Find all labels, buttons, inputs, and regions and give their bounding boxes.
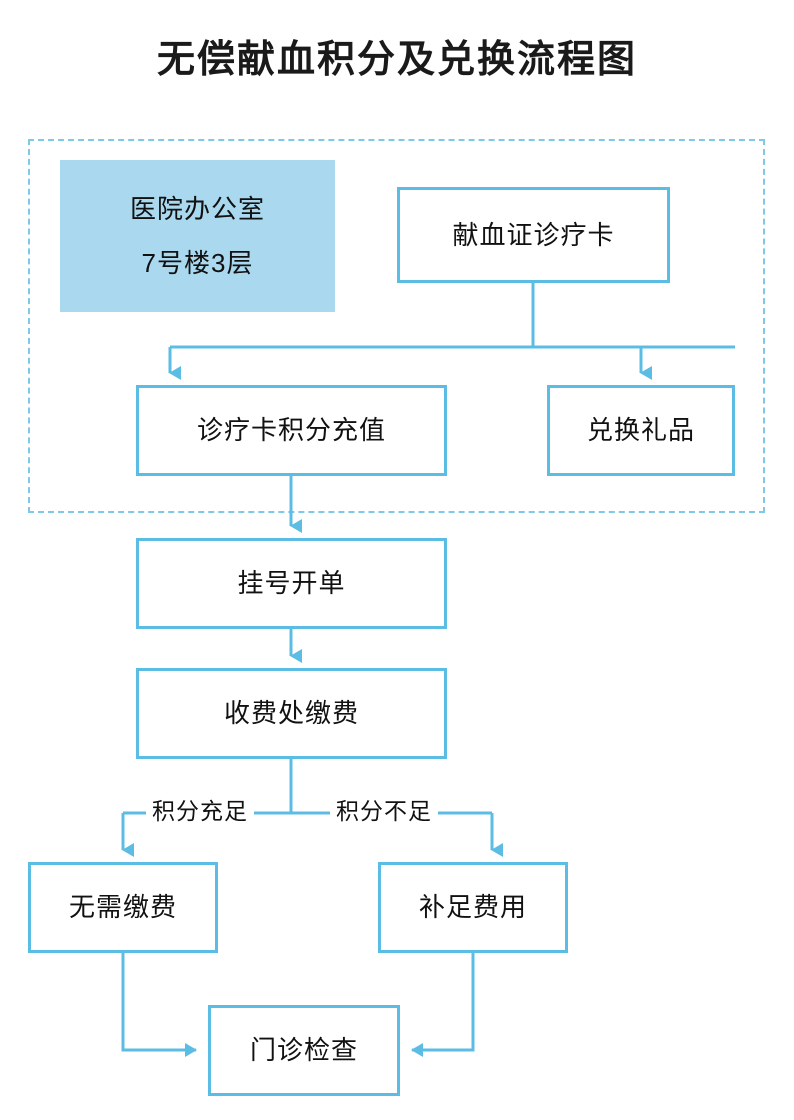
node-no-payment-needed-label: 无需缴费 <box>68 892 177 923</box>
node-card-points-recharge-label: 诊疗卡积分充值 <box>196 415 386 446</box>
edge-label-points-insufficient: 积分不足 <box>330 800 438 823</box>
node-hospital-office[interactable]: 医院办公室 7号楼3层 <box>60 160 335 312</box>
node-redeem-gift-label: 兑换礼品 <box>586 415 695 446</box>
donation-area-group <box>28 139 765 513</box>
node-registration-order-label: 挂号开单 <box>237 568 346 599</box>
node-blood-donation-card-label: 献血证诊疗卡 <box>452 219 615 250</box>
node-hospital-office-line1: 医院办公室 <box>129 193 265 224</box>
node-outpatient-exam[interactable]: 门诊检查 <box>208 1005 400 1096</box>
node-cashier-payment-label: 收费处缴费 <box>223 698 359 729</box>
node-cashier-payment[interactable]: 收费处缴费 <box>136 668 447 759</box>
edge-label-points-sufficient: 积分充足 <box>146 800 254 823</box>
node-redeem-gift[interactable]: 兑换礼品 <box>547 385 735 476</box>
page-title: 无偿献血积分及兑换流程图 <box>156 39 637 81</box>
node-no-payment-needed[interactable]: 无需缴费 <box>28 862 218 953</box>
node-blood-donation-card[interactable]: 献血证诊疗卡 <box>397 187 670 283</box>
node-pay-difference-label: 补足费用 <box>418 892 527 923</box>
edge-topup-to-clinic <box>411 953 475 1057</box>
node-card-points-recharge[interactable]: 诊疗卡积分充值 <box>136 385 447 476</box>
node-hospital-office-line2: 7号楼3层 <box>141 248 254 278</box>
node-outpatient-exam-label: 门诊检查 <box>249 1035 358 1066</box>
node-registration-order[interactable]: 挂号开单 <box>136 538 447 629</box>
node-pay-difference[interactable]: 补足费用 <box>378 862 568 953</box>
edge-nopay-to-clinic <box>121 953 197 1057</box>
